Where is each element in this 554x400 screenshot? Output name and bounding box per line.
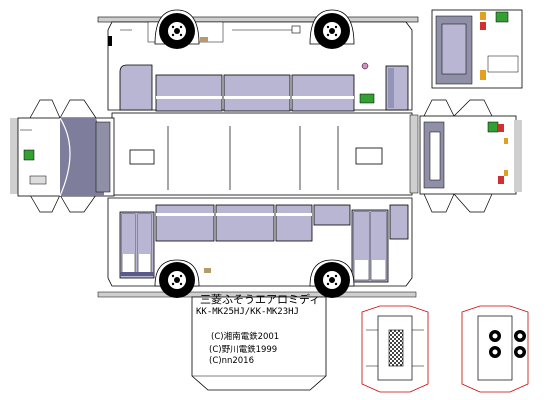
wheel-icon <box>314 13 350 49</box>
destination-sign-icon <box>359 93 375 104</box>
tail-lamp-icon <box>480 22 486 30</box>
base-tab <box>191 296 327 391</box>
tail-lamp-icon <box>498 124 504 132</box>
tail-lamp-icon <box>498 176 504 184</box>
model-code: KK-MK25HJ/KK-MK23HJ <box>196 307 299 317</box>
rear-bumper-part <box>461 305 529 393</box>
destination-sign-icon <box>23 149 35 161</box>
rear-end-panel <box>431 9 523 89</box>
roof-panel <box>111 112 419 196</box>
destination-sign-icon <box>487 121 499 133</box>
wheel-icon <box>314 262 350 298</box>
upper-side-panel <box>97 9 419 112</box>
credit-line: (C)野川電鉄1999 <box>209 345 278 355</box>
wheel-icon <box>159 13 195 49</box>
front-face-panel <box>10 99 115 213</box>
wheel-icon <box>159 262 195 298</box>
rear-face-panel <box>419 99 522 213</box>
credit-line: (C)湘南電鉄2001 <box>211 332 280 342</box>
destination-sign-icon <box>495 11 509 23</box>
lower-windows <box>119 204 409 283</box>
front-bumper-part <box>361 305 429 393</box>
upper-windows <box>119 64 409 112</box>
credit-line: (C)nn2016 <box>209 356 254 366</box>
grille-icon <box>388 329 404 367</box>
model-title: 三菱ふそうエアロミディ <box>200 293 321 306</box>
lower-side-panel <box>97 197 417 298</box>
